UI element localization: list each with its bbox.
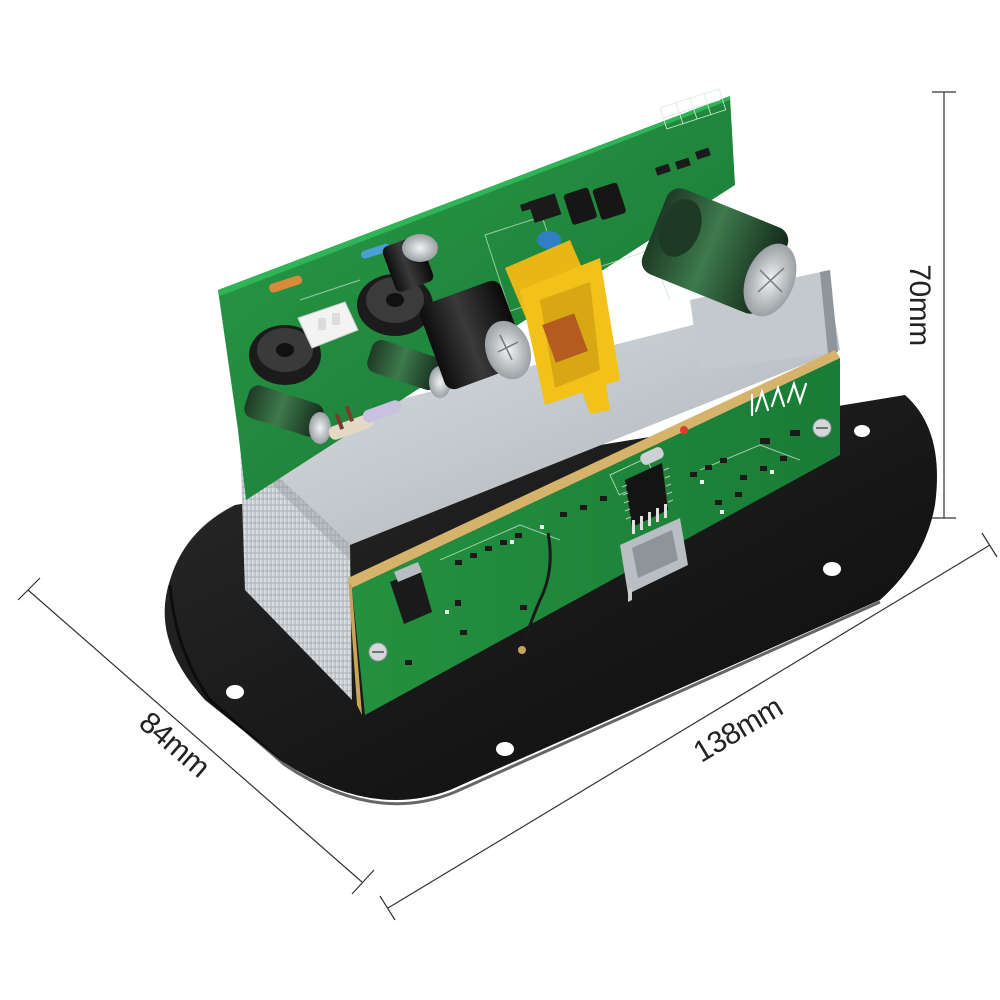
brand-logo-icon	[750, 380, 808, 417]
electrolytic-capacitor	[244, 385, 331, 444]
screw	[368, 642, 388, 662]
large-electrolytic-capacitor	[641, 188, 797, 317]
resistor	[361, 243, 390, 259]
depth-dimension	[17, 577, 375, 895]
ceramic-capacitor	[537, 231, 561, 249]
sd-card-slot[interactable]	[620, 518, 688, 602]
power-transistor	[390, 562, 432, 624]
pcb-silkscreen-grid	[659, 88, 727, 130]
pin-header	[632, 504, 667, 534]
speaker-connector	[297, 301, 359, 349]
smd-components	[405, 430, 800, 665]
rectifier	[563, 187, 597, 225]
electrolytic-capacitor	[382, 234, 438, 292]
main-filter-capacitor	[420, 280, 532, 390]
resistor	[362, 400, 402, 423]
crystal-oscillator	[640, 447, 664, 465]
front-control-pcb	[348, 350, 840, 715]
mounting-hole	[854, 425, 870, 437]
width-dimension	[379, 532, 998, 921]
transformer	[505, 240, 620, 414]
antenna-wire	[520, 532, 552, 651]
resistor	[328, 405, 374, 440]
inductor	[357, 274, 433, 336]
mounting-hole	[496, 742, 514, 756]
height-label: 70mm	[903, 264, 936, 345]
height-dimension	[932, 91, 956, 519]
screw	[812, 418, 832, 438]
transistor	[528, 193, 562, 223]
resistor	[269, 275, 303, 293]
inductor	[249, 325, 321, 385]
heatsink	[240, 270, 840, 700]
rectifier	[592, 182, 626, 220]
mounting-hole	[226, 685, 244, 699]
mounting-hole	[823, 562, 841, 576]
width-label: 138mm	[688, 691, 789, 770]
